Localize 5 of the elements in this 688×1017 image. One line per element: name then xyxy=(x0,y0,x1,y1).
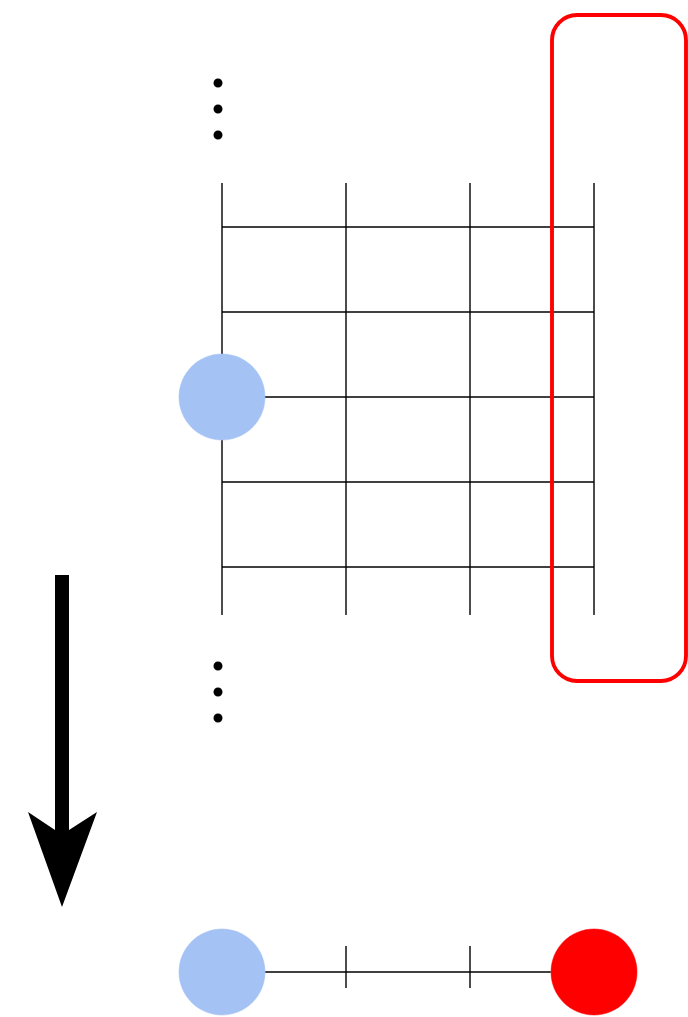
connector-line xyxy=(264,971,552,973)
circle-node xyxy=(178,928,266,1016)
rounded-frame xyxy=(550,13,688,683)
circle-node xyxy=(178,353,266,441)
circle-node xyxy=(550,928,638,1016)
